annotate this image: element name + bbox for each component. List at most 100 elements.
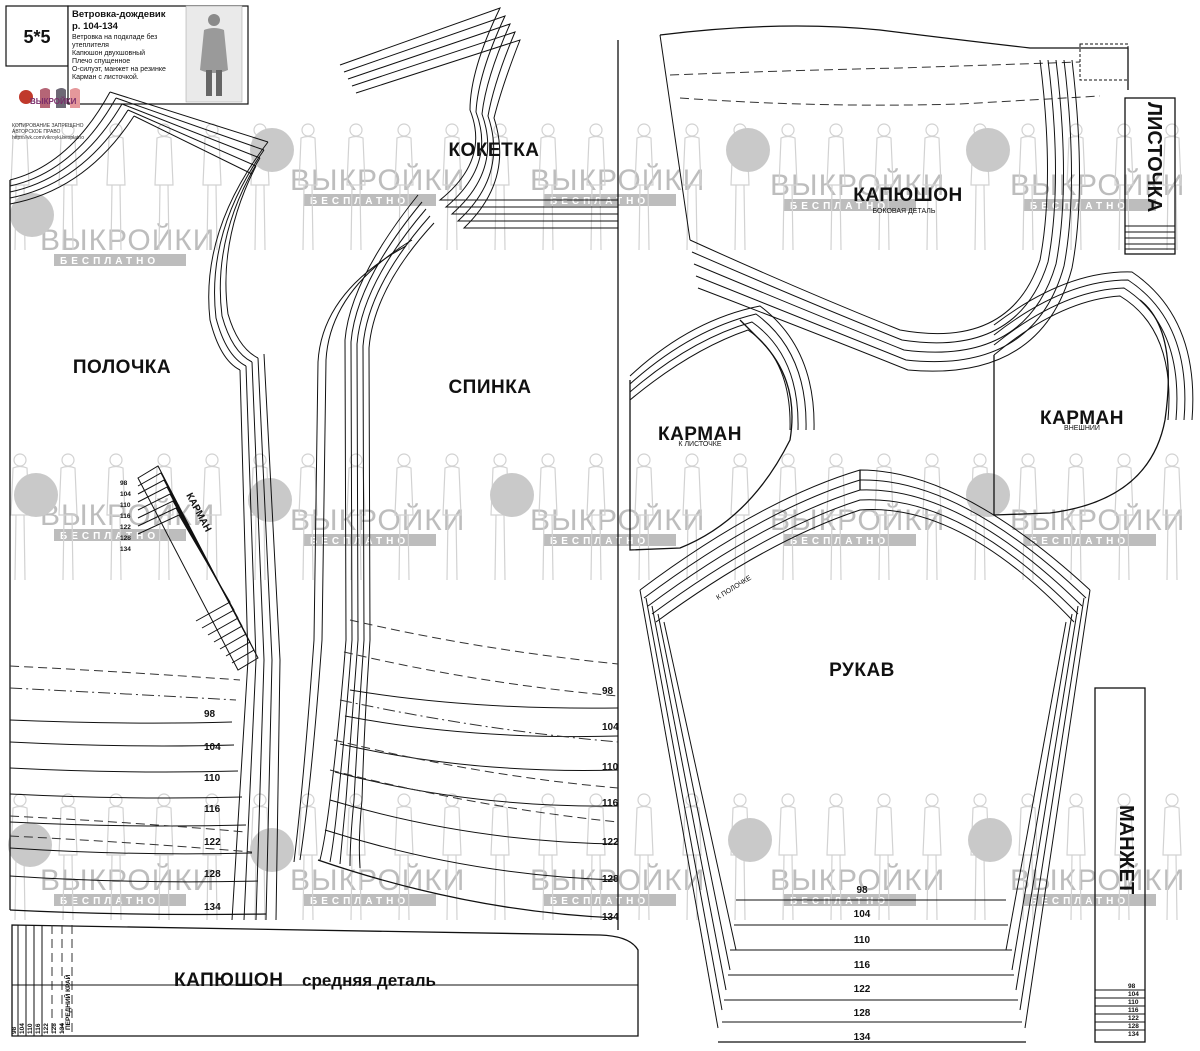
watermark-band	[784, 534, 916, 546]
figure-silhouette	[298, 453, 318, 581]
watermark-band	[304, 894, 436, 906]
figure-silhouette	[154, 453, 174, 581]
polochka-label: ПОЛОЧКА	[73, 357, 171, 378]
figure-silhouette	[1162, 453, 1182, 581]
manzhet-size-label: 128	[1128, 1023, 1139, 1030]
figure-silhouette	[826, 793, 846, 921]
watermark-subtext: БЕСПЛАТНО	[1030, 201, 1129, 212]
front-pocket-size-label: 122	[120, 524, 131, 531]
figure-silhouette	[106, 793, 126, 921]
watermark-text: ВЫКРОЙКИ	[1010, 863, 1185, 897]
watermark-text: ВЫКРОЙКИ	[290, 503, 465, 537]
figure-silhouette	[826, 453, 846, 581]
watermark-subtext: БЕСПЛАТНО	[790, 896, 889, 907]
figure-silhouette	[106, 453, 126, 581]
kapyushon-mid-size-label: 128	[51, 1023, 58, 1034]
watermark-text: ВЫКРОЙКИ	[770, 503, 945, 537]
front-pocket-size-label: 104	[120, 491, 131, 498]
scale-label: 5*5	[23, 27, 50, 47]
piece-koketka: КОКЕТКА	[339, 7, 618, 229]
watermark-subtext: БЕСПЛАТНО	[550, 896, 649, 907]
figure-silhouette	[874, 793, 894, 921]
kapyushon-side-label: КАПЮШОН	[853, 185, 962, 206]
manzhet-size-label: 116	[1128, 1007, 1139, 1014]
description-line: Плечо спущенное	[72, 58, 130, 65]
front-pocket-size-label: 134	[120, 546, 131, 553]
watermark-subtext: БЕСПЛАТНО	[790, 536, 889, 547]
kapyushon-mid-size-label: 134	[59, 1023, 66, 1034]
karman-inner-note: К ЛИСТОЧКЕ	[678, 441, 721, 448]
watermark-subtext: БЕСПЛАТНО	[1030, 896, 1129, 907]
kapyushon-mid-size-label: 98	[11, 1026, 18, 1034]
rukav-size-label: 104	[854, 909, 871, 920]
scale-box	[5, 5, 69, 67]
figure-silhouette	[922, 793, 942, 921]
manzhet-size-label: 110	[1128, 999, 1139, 1006]
kapyushon-mid-size-label: 116	[35, 1023, 42, 1034]
figure-silhouette	[634, 123, 654, 251]
watermark-band	[54, 894, 186, 906]
description-line: Карман с листочкой.	[72, 73, 139, 81]
watermark-layer: ВЫКРОЙКИБЕСПЛАТНОВЫКРОЙКИБЕСПЛАТНОВЫКРОЙ…	[8, 123, 1185, 921]
rukav-size-label: 128	[854, 1008, 871, 1019]
manzhet-size-label: 98	[1128, 983, 1136, 990]
figure-silhouette	[538, 123, 558, 251]
kapyushon-mid-size-label: 122	[43, 1023, 50, 1034]
watermark-text: ВЫКРОЙКИ	[40, 223, 215, 257]
apple-mark	[10, 193, 54, 237]
model-sizes: р. 104-134	[72, 21, 119, 32]
model-photo-figure	[200, 14, 228, 96]
listochka-label: ЛИСТОЧКА	[1143, 102, 1165, 212]
spinka-size-label: 134	[602, 912, 619, 923]
koketka-label: КОКЕТКА	[448, 140, 539, 161]
watermark-band	[304, 194, 436, 206]
figure-silhouette	[1162, 793, 1182, 921]
polochka-size-label: 122	[204, 837, 221, 848]
brand-logo: ВЫКРОЙКИ	[19, 88, 80, 108]
info-header: 5*5 Ветровка-дождевик р. 104-134 Ветровк…	[5, 5, 249, 141]
figure-silhouette	[1018, 453, 1038, 581]
figure-silhouette	[10, 453, 30, 581]
kapyushon-mid-note: средняя деталь	[302, 971, 436, 990]
polochka-size-label: 110	[204, 773, 221, 784]
front-pocket-size-label: 98	[120, 480, 128, 487]
figure-silhouette	[442, 793, 462, 921]
spinka-label: СПИНКА	[448, 377, 531, 398]
figure-silhouette	[1114, 793, 1134, 921]
figure-silhouette	[682, 123, 702, 251]
apple-mark	[728, 818, 772, 862]
figure-silhouette	[682, 793, 702, 921]
rukav-size-label: 98	[856, 885, 868, 896]
polochka-size-label: 104	[204, 742, 221, 753]
piece-karman-inner: КАРМАН К ЛИСТОЧКЕ	[629, 305, 815, 551]
watermark-subtext: БЕСПЛАТНО	[550, 536, 649, 547]
figure-silhouette	[874, 453, 894, 581]
manzhet-size-label: 104	[1128, 991, 1139, 998]
figure-silhouette	[442, 123, 462, 251]
spinka-size-label: 98	[602, 686, 614, 697]
model-description: Ветровка на подкладе безутеплителяКапюшо…	[72, 33, 166, 81]
watermark-text: ВЫКРОЙКИ	[1010, 503, 1185, 537]
watermark-text: ВЫКРОЙКИ	[1010, 168, 1185, 202]
brand-logo-text: ВЫКРОЙКИ	[30, 97, 77, 106]
watermark-band	[54, 254, 186, 266]
polochka-size-label: 128	[204, 869, 221, 880]
apple-mark	[248, 478, 292, 522]
watermark-text: ВЫКРОЙКИ	[290, 863, 465, 897]
figure-silhouette	[970, 453, 990, 581]
figure-silhouette	[58, 793, 78, 921]
figure-silhouette	[298, 793, 318, 921]
copyright-line-3: https://vk.com/vikroyki.besplatno	[12, 135, 84, 141]
figure-silhouette	[298, 123, 318, 251]
figure-silhouette	[1018, 123, 1038, 251]
figure-silhouette	[778, 123, 798, 251]
watermark-subtext: БЕСПЛАТНО	[60, 256, 159, 267]
figure-silhouette	[682, 453, 702, 581]
